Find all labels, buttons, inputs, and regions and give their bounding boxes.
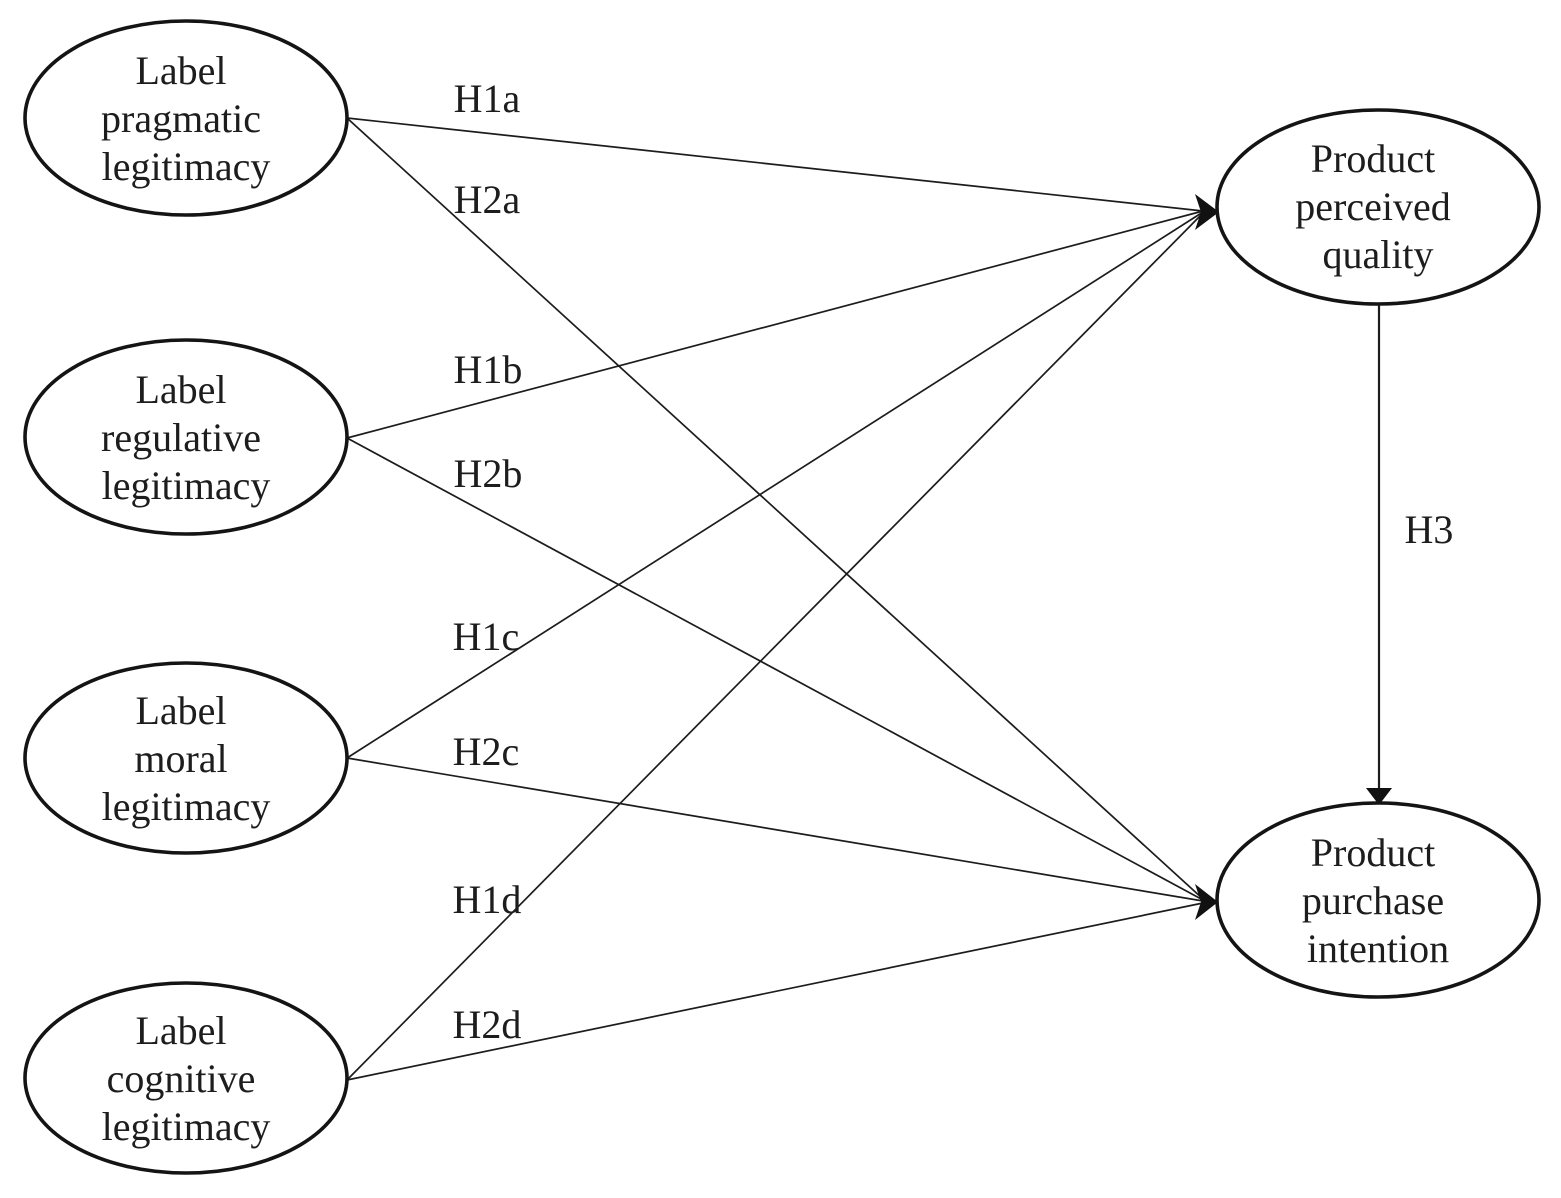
edge-line-h2c [346,757,1204,902]
edge-label-h2b: H2b [454,451,523,496]
edge-label-h1c: H1c [453,614,520,659]
edge-label-h2a: H2a [454,177,521,222]
edge-label-h3: H3 [1405,507,1454,552]
node-product-purchase-intention: Product purchase intention [1215,801,1541,999]
node-label-moral: Label moral legitimacy [102,688,271,829]
node-ellipse-pragmatic [23,19,349,217]
edge-lines [346,117,1381,1081]
node-product-perceived-quality: Product perceived quality [1215,108,1541,306]
edge-line-h2b [346,437,1204,901]
edge-label-h1a: H1a [454,76,521,121]
node-label-moral-legitimacy: Label moral legitimacy [23,661,349,855]
node-ellipse-perceived-quality [1215,108,1541,306]
node-label-pragmatic-legitimacy: Label pragmatic legitimacy [23,19,349,217]
arrowhead-into-perceived-quality [1195,194,1219,230]
node-label-regulative: Label regulative legitimacy [101,367,271,508]
node-label-regulative-legitimacy: Label regulative legitimacy [23,338,349,536]
node-ellipse-regulative [23,338,349,536]
node-ellipse-cognitive [23,981,349,1175]
arrowhead-into-purchase-intention [1195,884,1218,920]
node-label-perceived-quality: Product perceived quality [1295,136,1460,277]
edge-labels: H1a H2a H1b H2b H1c H2c H1d H2d H3 [453,76,1454,1047]
node-label-cognitive: Label cognitive legitimacy [102,1008,271,1149]
edge-line-h2d [346,902,1204,1081]
node-ellipse-moral [23,661,349,855]
node-ellipse-purchase-intention [1215,801,1541,999]
edge-line-h2a [346,117,1204,900]
node-label-purchase-intention: Product purchase intention [1302,830,1454,971]
edge-label-h1b: H1b [454,347,523,392]
edge-line-h1c [346,211,1204,759]
edge-label-h2d: H2d [453,1002,522,1047]
edge-line-h1d [346,212,1204,1081]
edge-label-h1d: H1d [453,877,522,922]
node-label-pragmatic: Label pragmatic legitimacy [101,48,271,189]
edge-label-h2c: H2c [453,729,520,774]
arrowhead-h3 [1366,788,1392,805]
node-label-cognitive-legitimacy: Label cognitive legitimacy [23,981,349,1175]
edge-line-h1a [346,117,1204,212]
edge-line-h1b [346,210,1204,439]
